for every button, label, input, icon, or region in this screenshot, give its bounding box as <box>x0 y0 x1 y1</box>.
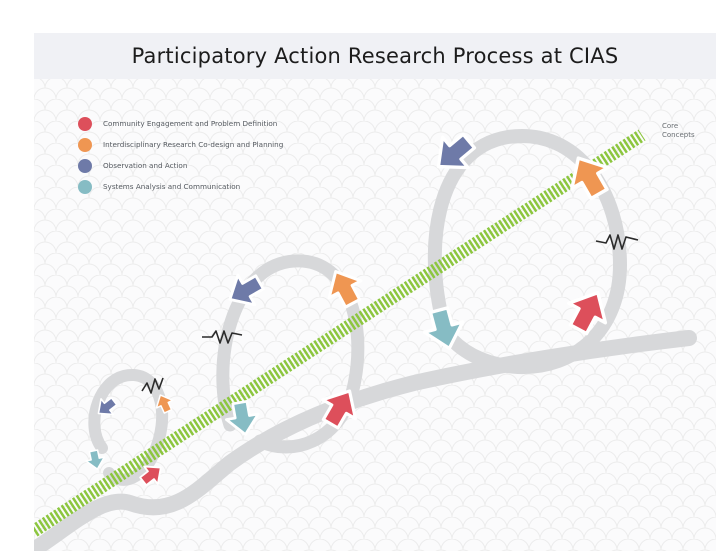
legend-swatch <box>78 116 92 131</box>
legend-swatch <box>78 179 92 194</box>
legend-item-observation-action: Observation and Action <box>78 155 283 176</box>
squiggle-medium <box>202 330 243 344</box>
tail-path <box>34 330 697 551</box>
page-title: Participatory Action Research Process at… <box>131 44 619 68</box>
legend-item-systems-analysis: Systems Analysis and Communication <box>78 176 283 197</box>
squiggle-small <box>141 377 164 394</box>
small-loop <box>88 369 169 486</box>
squiggles <box>141 234 639 394</box>
title-bar: Participatory Action Research Process at… <box>34 33 716 79</box>
squiggle-large <box>595 234 639 250</box>
legend: Community Engagement and Problem Definit… <box>78 113 283 197</box>
core-concepts-line1: Core <box>662 122 679 130</box>
diagram-frame: Participatory Action Research Process at… <box>34 33 716 551</box>
legend-label: Community Engagement and Problem Definit… <box>103 119 278 128</box>
legend-label: Systems Analysis and Communication <box>103 182 241 191</box>
legend-swatch <box>78 158 92 173</box>
legend-label: Observation and Action <box>103 161 188 170</box>
core-concepts-label: Core Concepts <box>662 122 714 140</box>
legend-swatch <box>78 137 92 152</box>
core-concepts-line2: Concepts <box>662 131 695 139</box>
process-diagram <box>34 124 697 551</box>
legend-label: Interdisciplinary Research Co-design and… <box>103 140 284 149</box>
legend-item-community-engagement: Community Engagement and Problem Definit… <box>78 113 283 134</box>
core-concepts-line <box>34 129 646 537</box>
legend-item-research-co-design: Interdisciplinary Research Co-design and… <box>78 134 283 155</box>
